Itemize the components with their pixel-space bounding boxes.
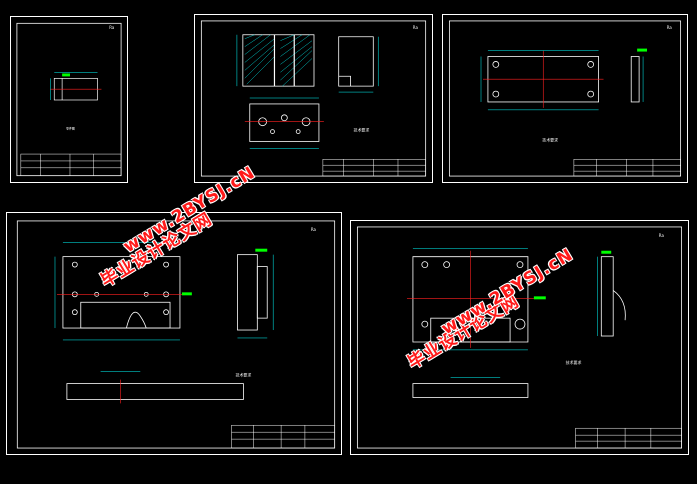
svg-text:Ra: Ra xyxy=(413,25,419,30)
svg-text:Ra: Ra xyxy=(659,233,665,238)
sheet-4-graphics: 技术要求 Ra xyxy=(16,220,336,449)
drawing-sheet-1[interactable]: 零件图 Ra xyxy=(10,16,128,183)
drawing-sheet-5[interactable]: 技术要求 Ra xyxy=(350,220,689,455)
svg-text:Ra: Ra xyxy=(109,25,115,30)
svg-text:技术要求: 技术要求 xyxy=(542,137,558,142)
svg-text:Ra: Ra xyxy=(667,25,673,30)
sheet-2-graphics: 技术要求 Ra xyxy=(200,20,427,177)
svg-text:技术要求: 技术要求 xyxy=(354,128,370,133)
drawing-sheet-4[interactable]: 技术要求 Ra xyxy=(6,212,342,455)
svg-text:技术要求: 技术要求 xyxy=(566,360,582,365)
drawing-sheet-2[interactable]: 技术要求 Ra xyxy=(194,14,433,183)
svg-text:技术要求: 技术要求 xyxy=(235,373,251,378)
svg-text:零件图: 零件图 xyxy=(66,125,75,130)
sheet-5-graphics: 技术要求 Ra xyxy=(356,226,683,449)
sheet-3-graphics: 技术要求 Ra xyxy=(448,20,682,177)
svg-text:Ra: Ra xyxy=(311,227,317,232)
sheet-1-graphics: 零件图 Ra xyxy=(16,22,122,177)
drawing-sheet-3[interactable]: 技术要求 Ra xyxy=(442,14,688,183)
